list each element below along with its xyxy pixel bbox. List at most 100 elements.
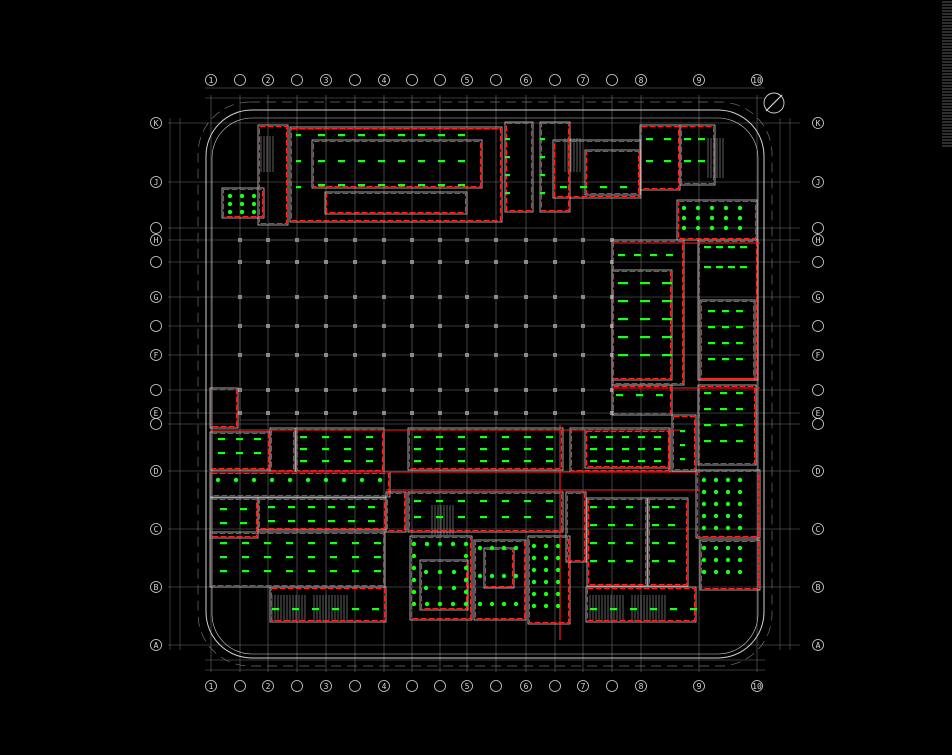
light-fixture — [704, 440, 711, 443]
light-fixture — [652, 542, 659, 545]
downlight — [437, 585, 443, 591]
downlight — [463, 553, 469, 559]
downlight — [341, 477, 347, 483]
axis-bubble: K — [812, 117, 824, 129]
light-fixture — [254, 438, 261, 441]
light-fixture — [438, 160, 445, 163]
downlight — [513, 573, 519, 579]
downlight — [463, 565, 469, 571]
light-fixture — [640, 318, 650, 321]
room-wall — [324, 191, 468, 215]
room-wall — [269, 586, 387, 623]
circuit-loop — [586, 587, 696, 622]
light-fixture — [352, 556, 359, 559]
light-fixture — [540, 138, 545, 141]
downlight — [463, 589, 469, 595]
light-fixture — [264, 542, 271, 545]
light-fixture — [590, 506, 597, 509]
light-fixture — [322, 460, 329, 463]
light-fixture — [286, 556, 293, 559]
light-fixture — [344, 436, 351, 439]
axis-bubble-label: H — [816, 236, 821, 245]
column — [266, 295, 270, 299]
light-fixture — [618, 318, 628, 321]
light-fixture — [626, 524, 633, 527]
column — [353, 324, 357, 328]
axis-bubble: 10 — [751, 680, 763, 692]
light-fixture — [546, 436, 553, 439]
light-fixture — [606, 436, 613, 439]
axis-bubble-label: 6 — [524, 682, 529, 691]
circuit-loop — [672, 415, 696, 471]
circuit-loop — [258, 125, 288, 225]
column — [581, 260, 585, 264]
column — [438, 388, 442, 392]
downlight — [233, 477, 239, 483]
axis-bubble: D — [150, 465, 162, 477]
light-fixture — [374, 542, 381, 545]
lighting-fixtures — [215, 134, 747, 611]
light-fixture — [540, 192, 545, 195]
axis-bubble-label: C — [154, 525, 159, 534]
light-fixture — [322, 436, 329, 439]
light-fixture — [505, 156, 510, 159]
column — [324, 388, 328, 392]
axis-bubble-label: J — [154, 178, 159, 187]
axis-bubble-circle — [693, 74, 705, 86]
light-fixture — [236, 438, 243, 441]
light-fixture — [242, 542, 249, 545]
room-wall — [407, 491, 564, 533]
light-fixture — [414, 516, 421, 519]
light-fixture — [590, 448, 597, 451]
room-wall — [611, 269, 673, 381]
light-fixture — [722, 326, 729, 329]
downlight — [725, 557, 731, 563]
column — [266, 411, 270, 415]
axis-bubble-circle — [461, 74, 473, 86]
axis-bubble-label: B — [816, 583, 821, 592]
column — [438, 324, 442, 328]
axis-bubble — [606, 74, 618, 86]
light-fixture — [722, 310, 729, 313]
downlight — [359, 477, 365, 483]
light-fixture — [524, 460, 531, 463]
axis-bubble-circle — [635, 74, 647, 86]
axis-bubble-circle — [812, 349, 824, 361]
light-fixture — [626, 542, 633, 545]
light-fixture — [328, 506, 335, 509]
column — [581, 388, 585, 392]
circuit-loop — [210, 498, 258, 538]
light-fixture — [524, 436, 531, 439]
light-fixture — [330, 542, 337, 545]
column — [295, 411, 299, 415]
light-fixture — [680, 444, 685, 447]
light-fixture — [646, 138, 653, 141]
light-fixture — [720, 424, 727, 427]
axis-bubble-circle — [150, 465, 162, 477]
light-fixture — [220, 556, 227, 559]
light-fixture — [684, 138, 691, 141]
downlight — [287, 477, 293, 483]
circuit-loop — [386, 492, 406, 532]
axis-bubble: C — [812, 523, 824, 535]
column — [494, 324, 498, 328]
column — [465, 353, 469, 357]
column — [581, 324, 585, 328]
column — [324, 295, 328, 299]
light-fixture — [690, 608, 697, 611]
room-wall — [289, 126, 503, 223]
axis-bubble-circle — [812, 465, 824, 477]
axis-bubble-label: 2 — [266, 682, 271, 691]
downlight — [725, 501, 731, 507]
circuit-loop — [290, 127, 502, 222]
light-fixture — [654, 460, 661, 463]
axis-bubble-label: D — [816, 467, 821, 476]
light-fixture — [366, 436, 373, 439]
column — [382, 295, 386, 299]
light-fixture — [600, 186, 607, 189]
column — [382, 411, 386, 415]
light-fixture — [436, 436, 443, 439]
axis-bubble-label: J — [816, 178, 821, 187]
axis-bubble: J — [150, 176, 162, 188]
